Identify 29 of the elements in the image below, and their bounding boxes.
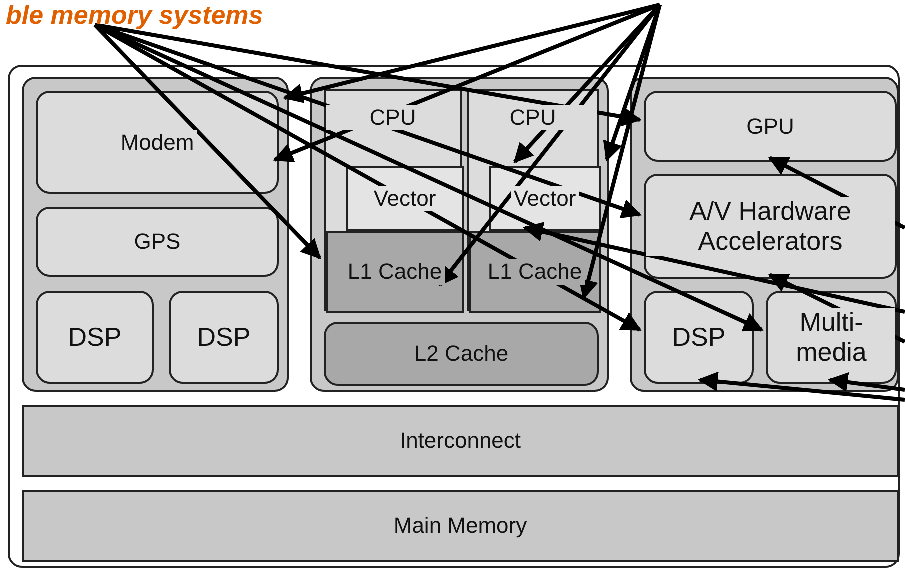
arrow <box>94 24 322 260</box>
block-box <box>644 91 897 162</box>
arrow <box>603 4 662 162</box>
block-label: A/V Hardware Accelerators <box>646 196 895 256</box>
block-box <box>169 291 279 384</box>
block-box <box>36 207 279 277</box>
component-box <box>324 89 462 311</box>
block-box <box>644 174 897 279</box>
arrow <box>94 23 764 332</box>
title: ble memory systems <box>6 0 264 31</box>
block-box <box>36 291 154 384</box>
block-box <box>346 166 464 231</box>
panel <box>22 77 289 392</box>
block-box <box>766 291 897 384</box>
arrow <box>283 3 660 104</box>
arrow <box>698 372 905 402</box>
arrow <box>828 372 905 392</box>
block-box <box>324 322 599 386</box>
panel <box>8 65 900 568</box>
block-box <box>36 91 279 194</box>
panel <box>310 77 609 392</box>
block-box <box>644 291 754 384</box>
arrow <box>523 222 905 314</box>
block-box <box>326 231 464 313</box>
block-box <box>22 490 899 562</box>
panel <box>630 77 899 392</box>
block-box <box>22 405 899 477</box>
arrow <box>94 23 642 127</box>
arrow <box>578 4 662 300</box>
